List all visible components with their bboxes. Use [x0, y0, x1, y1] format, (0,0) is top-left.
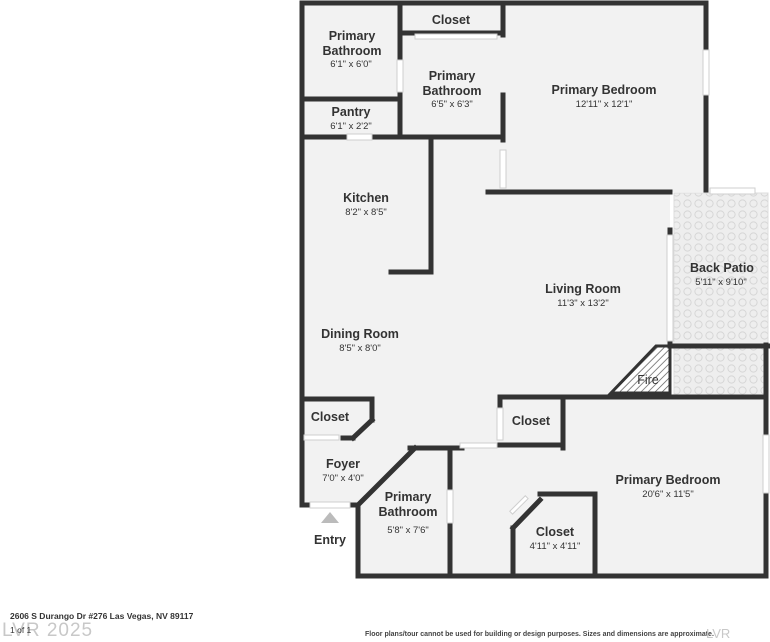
room-kitchen: Kitchen 8'2" x 8'5" — [343, 191, 389, 218]
room-name: Closet — [432, 13, 471, 27]
room-dining: Dining Room 8'5" x 8'0" — [321, 327, 399, 354]
room-name: Primary — [329, 29, 376, 43]
room-name: Dining Room — [321, 327, 399, 341]
room-foyer: Foyer 7'0" x 4'0" — [322, 457, 364, 484]
room-name: Living Room — [545, 282, 621, 296]
room-pantry: Pantry 6'1" x 2'2" — [330, 105, 372, 132]
room-dims: 7'0" x 4'0" — [322, 473, 364, 484]
windows — [303, 33, 770, 524]
room-closet-bottom: Closet 4'11" x 4'11" — [530, 525, 581, 552]
room-name: Primary — [429, 69, 476, 83]
disclaimer-text: Floor plans/tour cannot be used for buil… — [365, 631, 714, 638]
room-name: Fire — [637, 373, 659, 387]
mls-watermark: LVR 2025 — [2, 620, 94, 641]
room-name: Closet — [536, 525, 575, 539]
room-name: Pantry — [332, 105, 371, 119]
floor-area — [302, 3, 766, 576]
entry-label: Entry — [314, 533, 346, 547]
room-dims: 20'6" x 11'5" — [642, 489, 693, 500]
room-name: Closet — [311, 410, 350, 424]
room-name: Primary Bedroom — [552, 83, 657, 97]
room-name: Foyer — [326, 457, 360, 471]
room-dims: 5'11" x 9'10" — [695, 277, 746, 288]
room-fire: Fire — [637, 373, 659, 387]
room-dims: 4'11" x 4'11" — [530, 541, 581, 552]
room-name-line: Bathroom — [322, 44, 381, 58]
room-bed-bottom: Primary Bedroom 20'6" x 11'5" — [616, 473, 721, 500]
room-name-line: Bathroom — [378, 505, 437, 519]
room-dims: 6'1" x 6'0" — [330, 59, 372, 70]
walls — [299, 0, 770, 579]
room-closet-mid: Closet — [512, 414, 551, 428]
back-patio-floor — [673, 192, 769, 396]
entry-arrow — [321, 512, 339, 523]
mls-watermark-right: LVR — [706, 626, 731, 641]
room-closet-top: Closet — [432, 13, 471, 27]
room-bed-top: Primary Bedroom 12'11" x 12'1" — [552, 83, 657, 110]
room-dims: 11'3" x 13'2" — [557, 298, 608, 309]
page-count: 1 of 1 — [10, 625, 32, 635]
property-address: 2606 S Durango Dr #276 Las Vegas, NV 891… — [10, 611, 194, 621]
room-closet-left: Closet — [311, 410, 350, 424]
room-living: Living Room 11'3" x 13'2" — [545, 282, 621, 309]
room-name: Kitchen — [343, 191, 389, 205]
room-dims: 6'1" x 2'2" — [330, 121, 372, 132]
room-name-line: Bathroom — [422, 84, 481, 98]
room-dims: 5'8" x 7'6" — [387, 525, 429, 536]
room-name: Closet — [512, 414, 551, 428]
room-dims: 8'5" x 8'0" — [339, 343, 381, 354]
room-dims: 6'5" x 6'3" — [431, 99, 473, 110]
room-patio: Back Patio 5'11" x 9'10" — [690, 261, 754, 288]
room-name: Primary — [385, 490, 432, 504]
room-name: Back Patio — [690, 261, 754, 275]
room-name: Primary Bedroom — [616, 473, 721, 487]
room-dims: 8'2" x 8'5" — [345, 207, 387, 218]
room-dims: 12'11" x 12'1" — [576, 99, 633, 110]
